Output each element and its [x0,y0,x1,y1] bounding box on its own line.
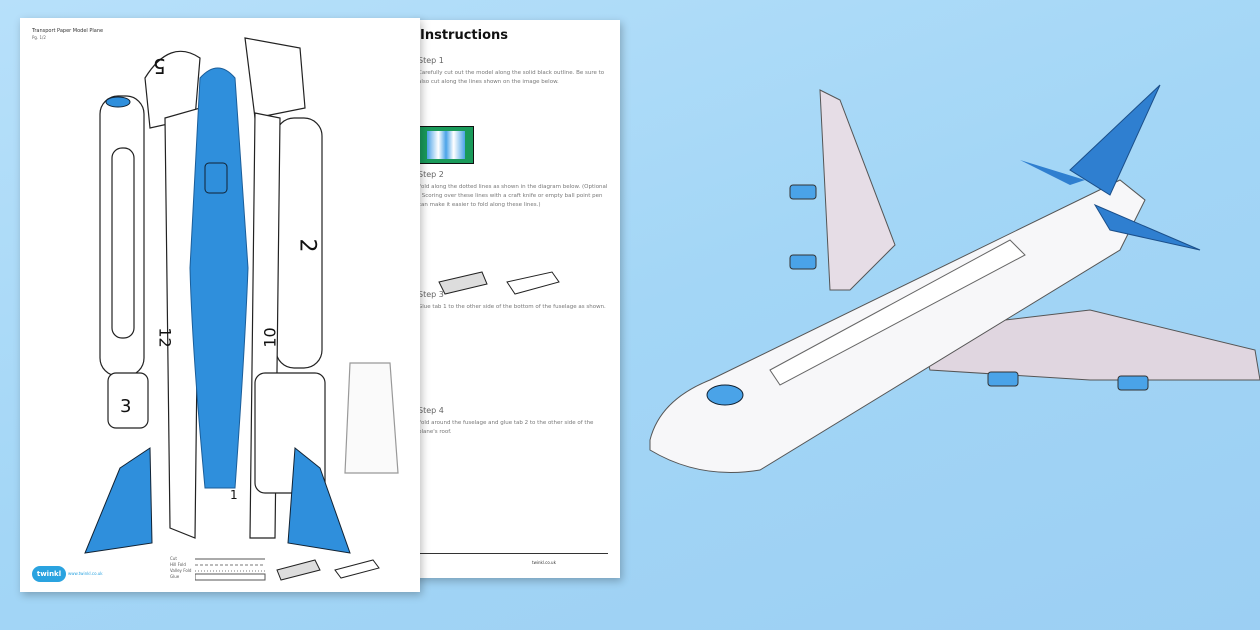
plane-template-drawing [84,37,399,554]
template-title: Transport Paper Model Plane [32,28,104,34]
part-number: 1 [230,488,238,502]
step-heading: Step 4 [418,406,444,415]
step-heading: Step 2 [418,170,444,179]
website: www.twinkl.co.uk [68,571,103,576]
part-number: 10 [260,327,280,348]
template-sheet: Transport Paper Model Plane Pg. 1/2 5 2 … [20,18,420,592]
step-text: Glue tab 1 to the other side of the bott… [418,304,606,310]
footer-divider [418,553,608,554]
step-text: Fold around the fuselage and glue tab 2 … [418,420,594,435]
twinkl-logo: twinkl [32,566,66,582]
key-lines [195,558,380,581]
part-number: 2 [294,238,320,253]
step-1-image [418,126,474,164]
instructions-sheet: Instructions Step 1 Carefully cut out th… [412,20,620,578]
step-1: Step 1 Carefully cut out the model along… [418,56,610,87]
step-text: Fold along the dotted lines as shown in … [418,184,608,208]
step-heading: Step 1 [418,56,444,65]
step-3: Step 3 Glue tab 1 to the other side of t… [418,290,610,312]
step-heading: Step 3 [418,290,444,299]
page-number: Pg. 1/2 [32,35,46,40]
part-number: 3 [120,396,132,417]
assembled-paper-plane [649,84,1260,473]
footer-site: twinkl.co.uk [532,560,556,565]
fold-diagram [438,271,560,295]
step-text: Carefully cut out the model along the so… [418,70,605,85]
part-number: 5 [153,54,166,78]
step-4: Step 4 Fold around the fuselage and glue… [418,406,610,437]
part-number: 12 [155,327,175,348]
key-glue: Glue [170,574,180,579]
key-cut: Cut [170,556,177,561]
instructions-title: Instructions [420,28,509,43]
step-2: Step 2 Fold along the dotted lines as sh… [418,170,610,210]
key-hill-fold: Hill Fold [170,562,186,567]
key-valley-fold: Valley Fold [170,568,192,573]
